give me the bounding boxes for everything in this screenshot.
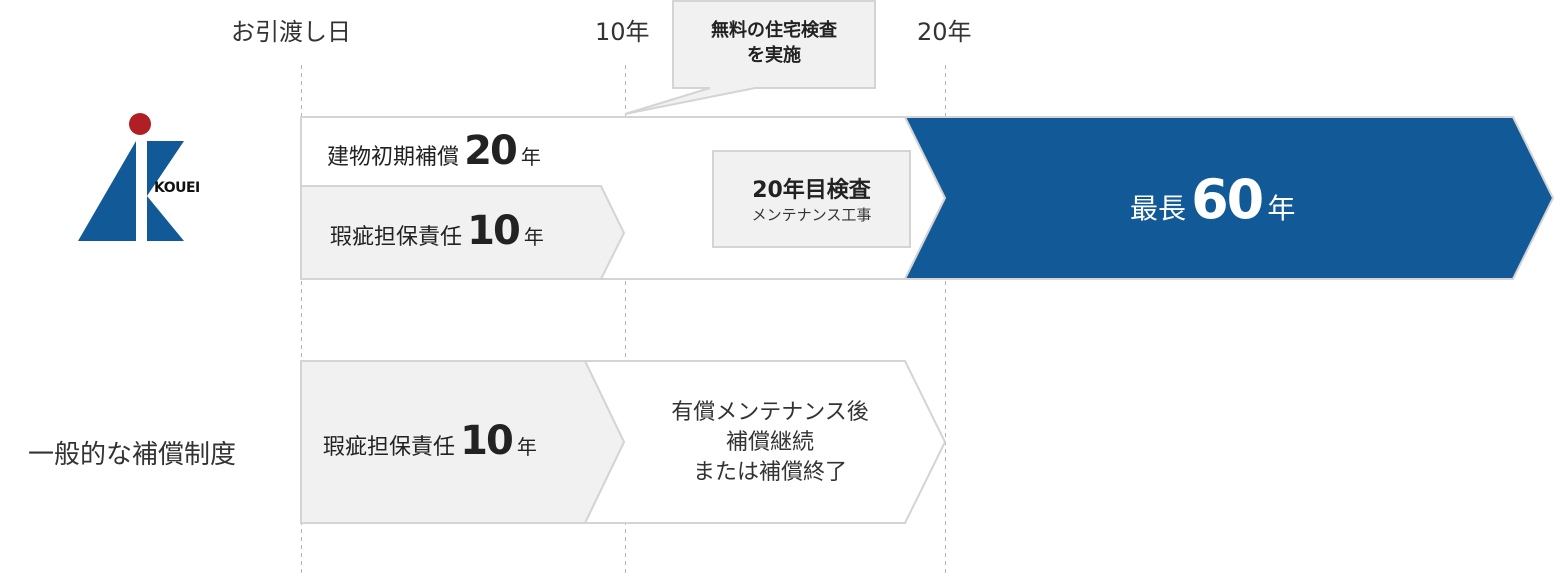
general-defect-arrow <box>300 360 626 524</box>
kouei-defect-arrow <box>300 185 626 280</box>
callout-line-2: を実施 <box>747 45 801 66</box>
timeline-10-years-label: 10年 <box>595 18 650 46</box>
callout-text: 無料の住宅検査 を実施 <box>673 18 875 68</box>
kouei-defect-label: 瑕疵担保責任 10 年 <box>330 208 544 254</box>
logo-text: KOUEI <box>154 180 200 196</box>
timeline-20-years-label: 20年 <box>917 18 972 46</box>
callout-bubble <box>624 0 876 115</box>
general-after-text: 有償メンテナンス後 補償継続 または補償終了 <box>620 398 920 488</box>
max-60-arrow <box>903 116 1555 280</box>
max-60-label: 最長 60 年 <box>1130 168 1296 231</box>
general-defect-label: 瑕疵担保責任 10 年 <box>323 418 537 464</box>
callout-line-1: 無料の住宅検査 <box>711 20 837 41</box>
inspection-box <box>712 150 911 248</box>
inspection-text: 20年目検査 メンテナンス工事 <box>751 178 872 224</box>
after-line-2: 補償継続 <box>725 430 814 455</box>
after-line-1: 有償メンテナンス後 <box>671 400 869 425</box>
general-row-label: 一般的な補償制度 <box>28 440 237 470</box>
timeline-handover-label: お引渡し日 <box>231 18 351 46</box>
initial-warranty-label: 建物初期補償 20 年 <box>327 128 541 174</box>
after-line-3: または補償終了 <box>692 460 847 485</box>
kouei-logo <box>78 113 184 241</box>
